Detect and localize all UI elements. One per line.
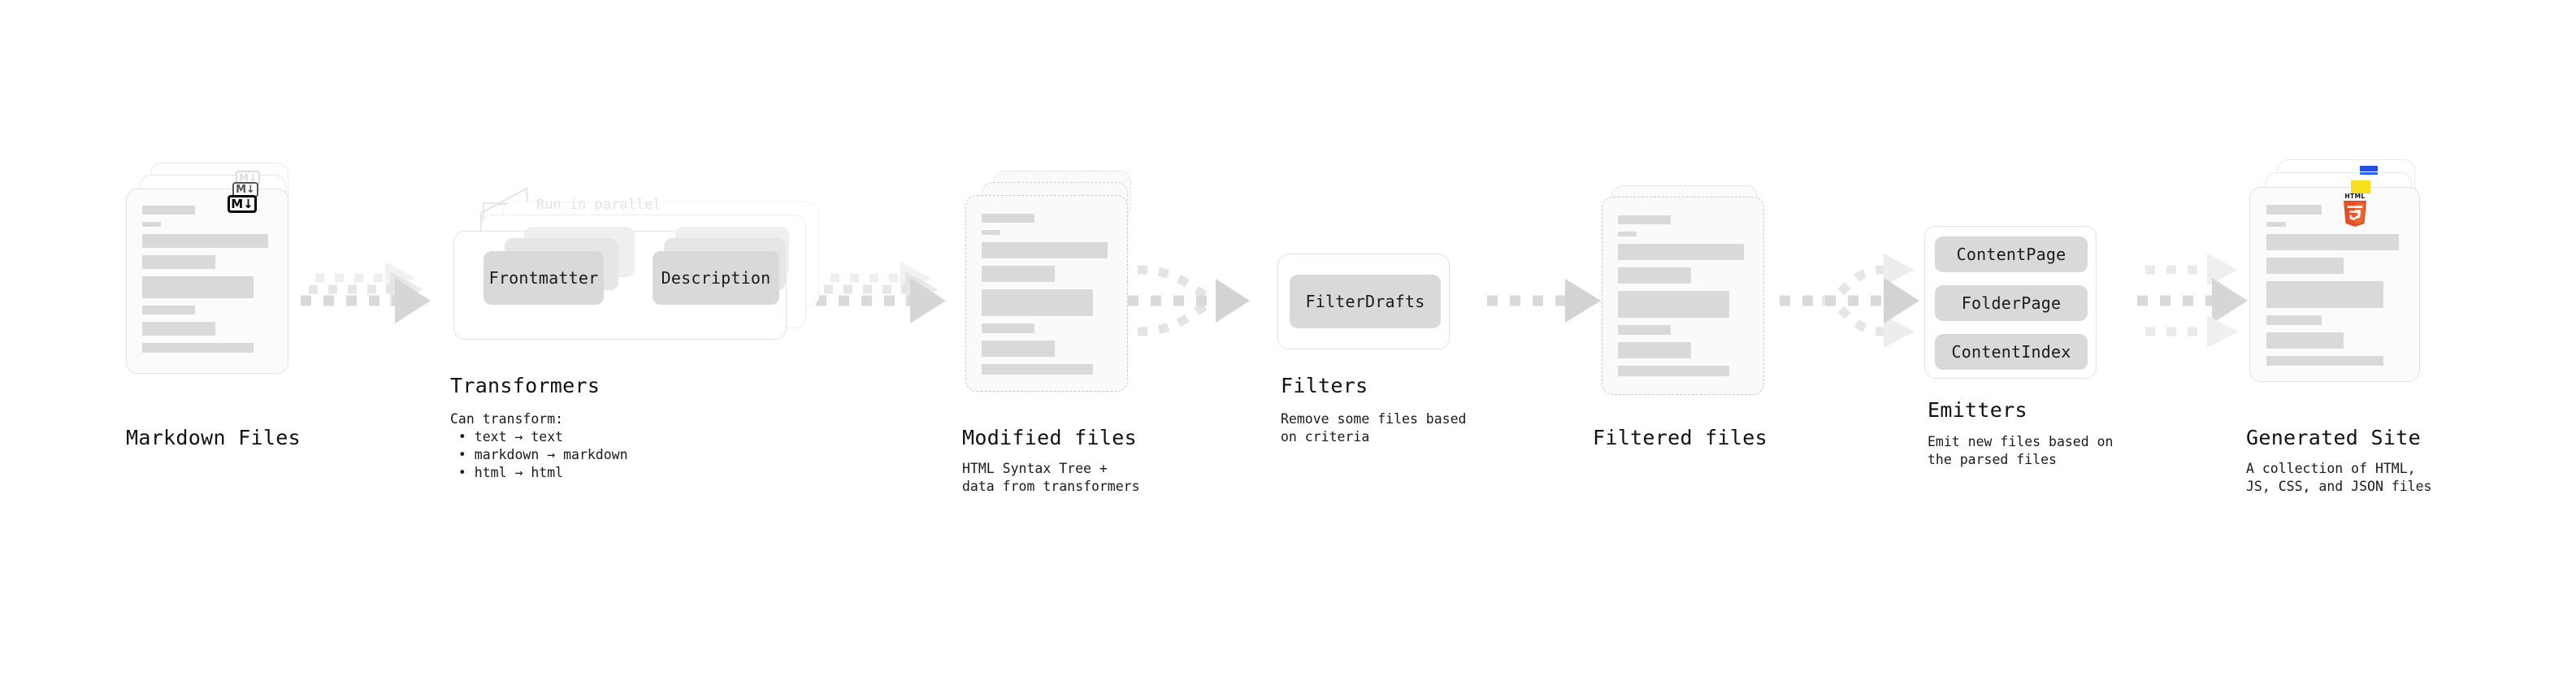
doc-card-front xyxy=(126,189,288,374)
markdown-icon-back-1: M↓ xyxy=(232,182,258,197)
doc-card-front xyxy=(2249,187,2420,382)
chip-folderpage[interactable]: FolderPage xyxy=(1935,285,2088,321)
stage-generated-site: HTML xyxy=(2243,159,2470,460)
stage-title-modified-files: Modified files xyxy=(962,426,1137,449)
stage-subtitle-generated-site: A collection of HTML, JS, CSS, and JSON … xyxy=(2246,461,2432,494)
filters-group: FilterDrafts xyxy=(1277,254,1450,349)
doc-bars xyxy=(1617,215,1754,384)
stage-transformers: Frontmatter Description xyxy=(447,202,829,364)
stage-title-generated-site: Generated Site xyxy=(2246,426,2421,449)
chip-contentindex[interactable]: ContentIndex xyxy=(1935,334,2088,370)
doc-card-front xyxy=(1602,197,1764,395)
doc-bars xyxy=(141,206,278,360)
stage-subtitle-transformers: Can transform: • text → text • markdown … xyxy=(450,411,628,480)
stage-title-markdown-files: Markdown Files xyxy=(126,426,301,449)
transformer-group-front: Frontmatter Description xyxy=(453,227,789,340)
html5-icon: HTML xyxy=(2341,193,2369,228)
css3-icon xyxy=(2360,166,2378,175)
stage-filters: FilterDrafts xyxy=(1277,254,1456,351)
chip-description[interactable]: Description xyxy=(653,251,779,305)
arrow-transformers-to-modified xyxy=(816,262,946,323)
doc-bars xyxy=(2266,205,2409,373)
doc-bars xyxy=(981,213,1117,382)
stage-subtitle-filters: Remove some files based on criteria xyxy=(1281,411,1467,445)
javascript-icon xyxy=(2351,180,2370,193)
markdown-icon-back-2: M↓ xyxy=(236,171,260,185)
stage-filtered-files xyxy=(1589,185,1800,462)
chip-contentpage[interactable]: ContentPage xyxy=(1935,236,2088,272)
chip-filterdrafts[interactable]: FilterDrafts xyxy=(1290,275,1441,328)
stage-emitters: ContentPage FolderPage ContentIndex xyxy=(1924,226,2127,388)
stage-modified-files xyxy=(959,171,1170,463)
arrow-filters-to-filtered xyxy=(1487,279,1601,323)
doc-card-front xyxy=(965,195,1128,392)
arrow-emitters-to-site xyxy=(2137,254,2248,348)
stage-title-filtered-files: Filtered files xyxy=(1593,426,1767,449)
emitters-group: ContentPage FolderPage ContentIndex xyxy=(1924,226,2097,379)
chip-frontmatter[interactable]: Frontmatter xyxy=(484,251,604,305)
stage-markdown-files: M↓ M↓ M↓ xyxy=(122,163,333,455)
stage-title-transformers: Transformers xyxy=(450,374,601,397)
stage-subtitle-emitters: Emit new files based on the parsed files xyxy=(1928,434,2114,467)
markdown-icon: M↓ xyxy=(228,195,257,213)
arrow-filtered-to-emitters xyxy=(1780,254,1919,348)
stage-title-emitters: Emitters xyxy=(1928,398,2027,422)
run-in-parallel-label: Run in parallel xyxy=(536,197,661,213)
stage-title-filters: Filters xyxy=(1281,374,1368,397)
stage-subtitle-modified-files: HTML Syntax Tree + data from transformer… xyxy=(962,461,1140,494)
